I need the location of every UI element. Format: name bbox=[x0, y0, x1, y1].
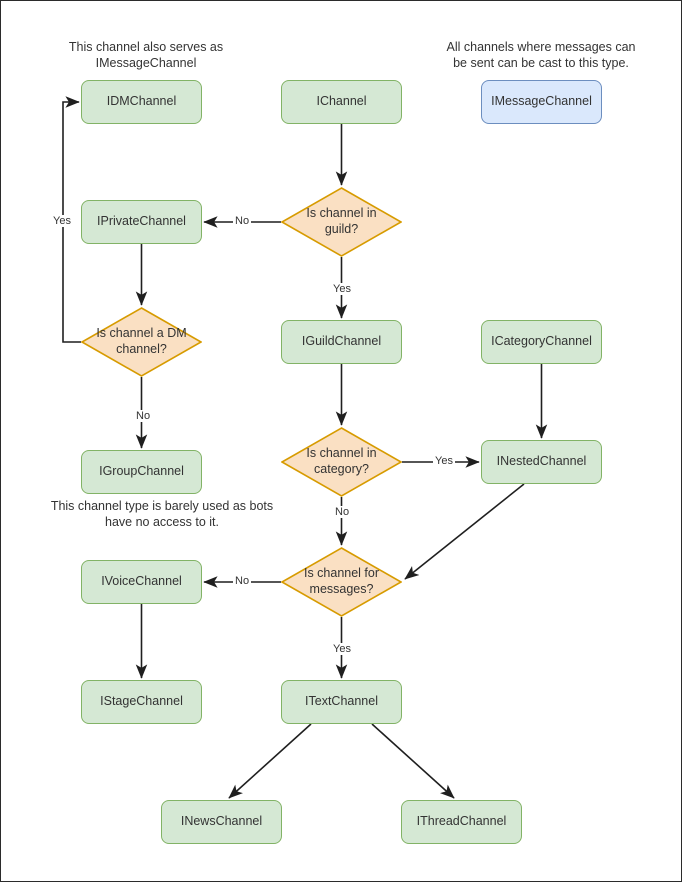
node-decision-is-channel-for-messages[interactable]: Is channel for messages? bbox=[281, 547, 402, 617]
edge-label-ismessages-yes: Yes bbox=[331, 643, 353, 656]
edge-label-ismessages-no: No bbox=[233, 575, 252, 588]
node-iguildchannel[interactable]: IGuildChannel bbox=[281, 320, 402, 364]
edge-label-iscategory-yes: Yes bbox=[433, 455, 455, 468]
node-inewschannel[interactable]: INewsChannel bbox=[161, 800, 282, 844]
node-imessagechannel[interactable]: IMessageChannel bbox=[481, 80, 602, 124]
node-label: Is channel for messages? bbox=[303, 566, 380, 596]
diamond-shape bbox=[281, 427, 402, 497]
node-igroupchannel[interactable]: IGroupChannel bbox=[81, 450, 202, 494]
node-label: Is channel in category? bbox=[306, 446, 377, 476]
diamond-shape bbox=[281, 187, 402, 257]
note-group-channel: This channel type is barely used as bots… bbox=[50, 499, 274, 530]
diamond-shape bbox=[281, 547, 402, 617]
edge-label-isdm-yes: Yes bbox=[51, 215, 73, 228]
node-istagechannel[interactable]: IStageChannel bbox=[81, 680, 202, 724]
note-message-channel: All channels where messages can be sent … bbox=[446, 40, 636, 71]
node-icategorychannel[interactable]: ICategoryChannel bbox=[481, 320, 602, 364]
node-inestedchannel[interactable]: INestedChannel bbox=[481, 440, 602, 484]
edge-label-isdm-no: No bbox=[134, 410, 153, 423]
edge-label-iscategory-no: No bbox=[333, 506, 352, 519]
node-decision-is-channel-in-category[interactable]: Is channel in category? bbox=[281, 427, 402, 497]
node-decision-is-channel-in-guild[interactable]: Is channel in guild? bbox=[281, 187, 402, 257]
node-ichannel[interactable]: IChannel bbox=[281, 80, 402, 124]
note-dm-channel: This channel also serves as IMessageChan… bbox=[68, 40, 224, 71]
edge-inested-ismessages bbox=[404, 483, 525, 580]
node-ivoicechannel[interactable]: IVoiceChannel bbox=[81, 560, 202, 604]
edge-label-isguild-yes: Yes bbox=[331, 283, 353, 296]
node-itextchannel[interactable]: ITextChannel bbox=[281, 680, 402, 724]
node-decision-is-channel-a-dm-channel[interactable]: Is channel a DM channel? bbox=[81, 307, 202, 377]
diamond-shape bbox=[81, 307, 202, 377]
node-ithreadchannel[interactable]: IThreadChannel bbox=[401, 800, 522, 844]
node-idmchannel[interactable]: IDMChannel bbox=[81, 80, 202, 124]
node-iprivatechannel[interactable]: IPrivateChannel bbox=[81, 200, 202, 244]
edge-itext-ithread bbox=[371, 723, 455, 799]
edge-label-isguild-no: No bbox=[233, 215, 252, 228]
node-label: Is channel a DM channel? bbox=[96, 326, 187, 356]
edge-itext-inews bbox=[228, 723, 312, 799]
node-label: Is channel in guild? bbox=[306, 206, 377, 236]
